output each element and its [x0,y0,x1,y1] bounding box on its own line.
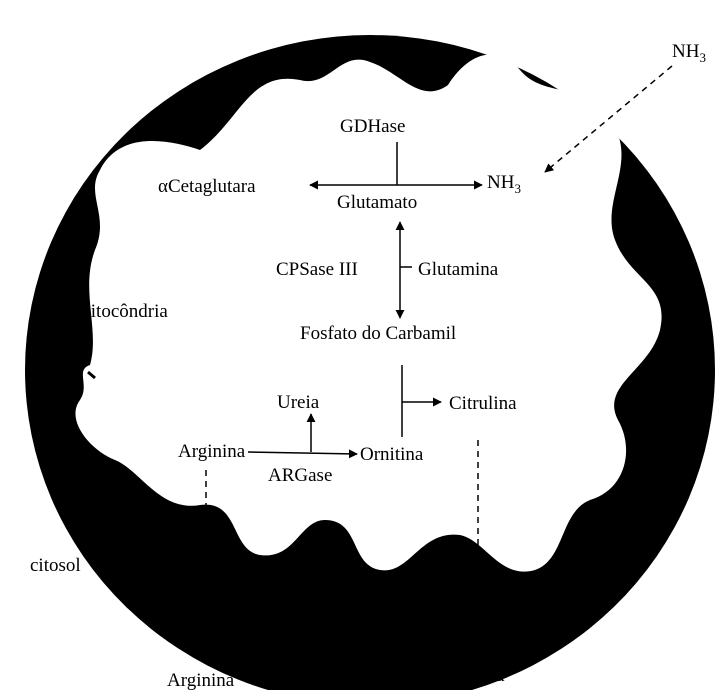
cpsase-label: CPSase III [276,259,358,280]
glutamina-label: Glutamina [418,259,499,280]
mitocondria-label: mitocôndria [76,301,168,322]
ureia-label: Ureia [277,392,320,413]
alpha-cetaglutara-label: αCetaglutara [158,176,256,197]
nh3-outside-label: NH3 [672,41,706,65]
glutamato-label: Glutamato [337,192,417,213]
gdhase-label: GDHase [340,116,405,137]
citosol-label: citosol [30,555,81,576]
fosfato-do-carbamil-label: Fosfato do Carbamil [300,323,456,344]
ornitina-label: Ornitina [360,444,424,465]
arginina-inside-label: Arginina [178,441,246,462]
argase-label: ARGase [268,465,332,486]
arginina-outside-label: Arginina [167,670,235,690]
citrulina-outside-label: Citrulina [437,665,505,686]
citrulina-inside-label: Citrulina [449,393,517,414]
